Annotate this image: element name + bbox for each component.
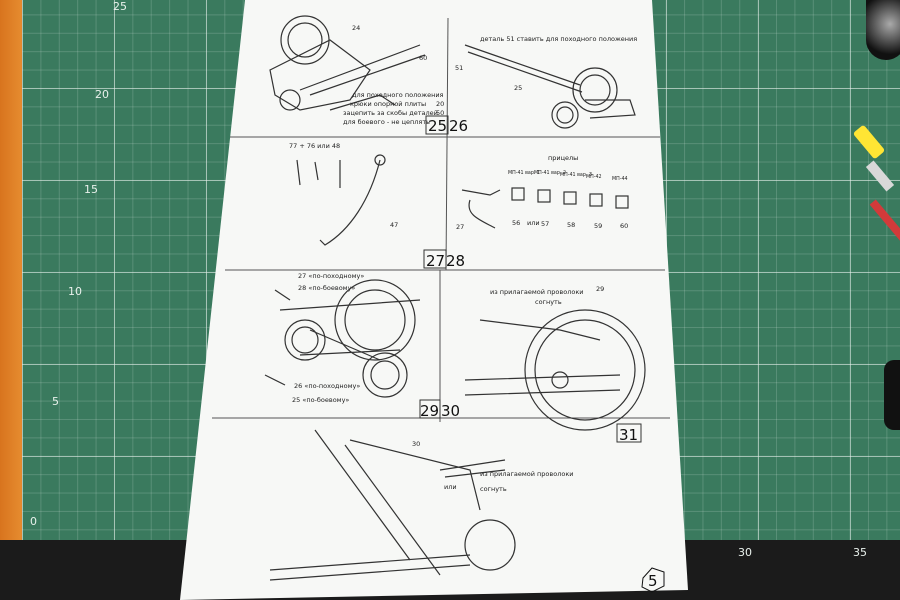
panel-30: из прилагаемой проволоки согнуть 29 31 [464,285,646,444]
paint-bottle-cap [866,0,900,60]
wheel-closeup-drawing [464,309,646,431]
part-label: 59 [594,222,602,230]
ruler-number: 35 [853,546,867,559]
sight-label: МП-41 вар. 3 [560,172,592,178]
part-label: 24 [352,24,360,32]
ruler-number: 30 [738,546,752,559]
sight-label: МП-41 вар. 2 [534,170,566,176]
page-number: 5 [648,572,658,590]
sight-label: МП-44 [612,176,628,182]
part-drawing [296,154,386,246]
bend-label: согнуть [535,298,562,306]
part-label: 47 [390,221,398,229]
part-label: 56 [512,219,520,227]
parts-line: 77 + 76 или 48 [289,142,340,150]
ruler-number: 15 [84,183,98,196]
panel-31: 30 или из прилагаемой проволоки согнуть … [269,429,665,593]
instruction-text: из прилагаемой проволоки [490,288,584,296]
step-box [616,423,642,443]
or-label: или [444,483,457,491]
step-box [425,115,449,135]
ruler-number: 0 [30,515,37,528]
part-label: 30 [412,440,420,448]
ruler-number: 20 [95,88,109,101]
instruction-paper [180,0,688,600]
part-label: 50 [436,109,444,117]
bend-label: согнуть [480,485,507,493]
dark-object [884,360,900,430]
panel-28: 28 прицелы МП-41 вар. 1 МП-41 вар. 2 МП-… [446,154,629,270]
step-number: 29 [420,402,439,420]
step-number: 25 [428,117,447,135]
part-label: 51 [455,64,463,72]
instruction-text: деталь 51 ставить для походного положени… [480,35,637,43]
panel-25: 24 60 для походного положения крюки опор… [269,15,449,135]
step-box [423,249,447,269]
step-number: 31 [619,426,638,444]
section-title: прицелы [548,154,578,162]
panel-29: 27 «по-походному» 28 «по-боевому» 26 «по… [264,272,460,420]
mortar-drawing [464,44,636,129]
part-label: 27 [456,223,464,231]
instruction-text: для боевого - не цеплять [343,118,430,126]
part-label: 58 [567,221,575,229]
step-number: 26 [449,117,468,135]
ruler-number: 10 [68,285,82,298]
part-label: 20 [436,100,444,108]
barrel-assembly-drawing [269,429,516,581]
step-number: 27 [426,252,445,270]
panel-26: 26 деталь 51 ставить для походного полож… [449,35,637,135]
sight-label: МП-42 [586,174,602,180]
ruler-number: 25 [113,0,127,13]
or-label: или [527,219,540,227]
instruction-text: 28 «по-боевому» [298,284,355,292]
instruction-text: зацепить за скобы деталей [343,109,438,117]
instruction-text: крюки опорной плиты [350,100,426,108]
part-label: 60 [419,54,427,62]
panel-dividers [212,17,670,422]
panel-27: 77 + 76 или 48 47 27 [289,142,447,270]
instruction-text: 25 «по-боевому» [292,396,349,404]
instruction-text: 26 «по-походному» [294,382,360,390]
page-number-box [641,567,665,593]
step-box [419,399,441,419]
part-label: 29 [596,285,604,293]
instruction-text: 27 «по-походному» [298,272,364,280]
sights-drawing [461,187,629,229]
part-label: 57 [541,220,549,228]
instruction-text: для походного положения [352,91,444,99]
wheel-drawing [269,15,426,111]
part-label: 25 [514,84,522,92]
instruction-text: из прилагаемой проволоки [480,470,574,478]
carriage-drawing [264,279,421,398]
ruler-number: 5 [52,395,59,408]
part-label: 60 [620,222,628,230]
sight-label: МП-41 вар. 1 [508,170,540,176]
step-number: 30 [441,402,460,420]
step-number: 28 [446,252,465,270]
